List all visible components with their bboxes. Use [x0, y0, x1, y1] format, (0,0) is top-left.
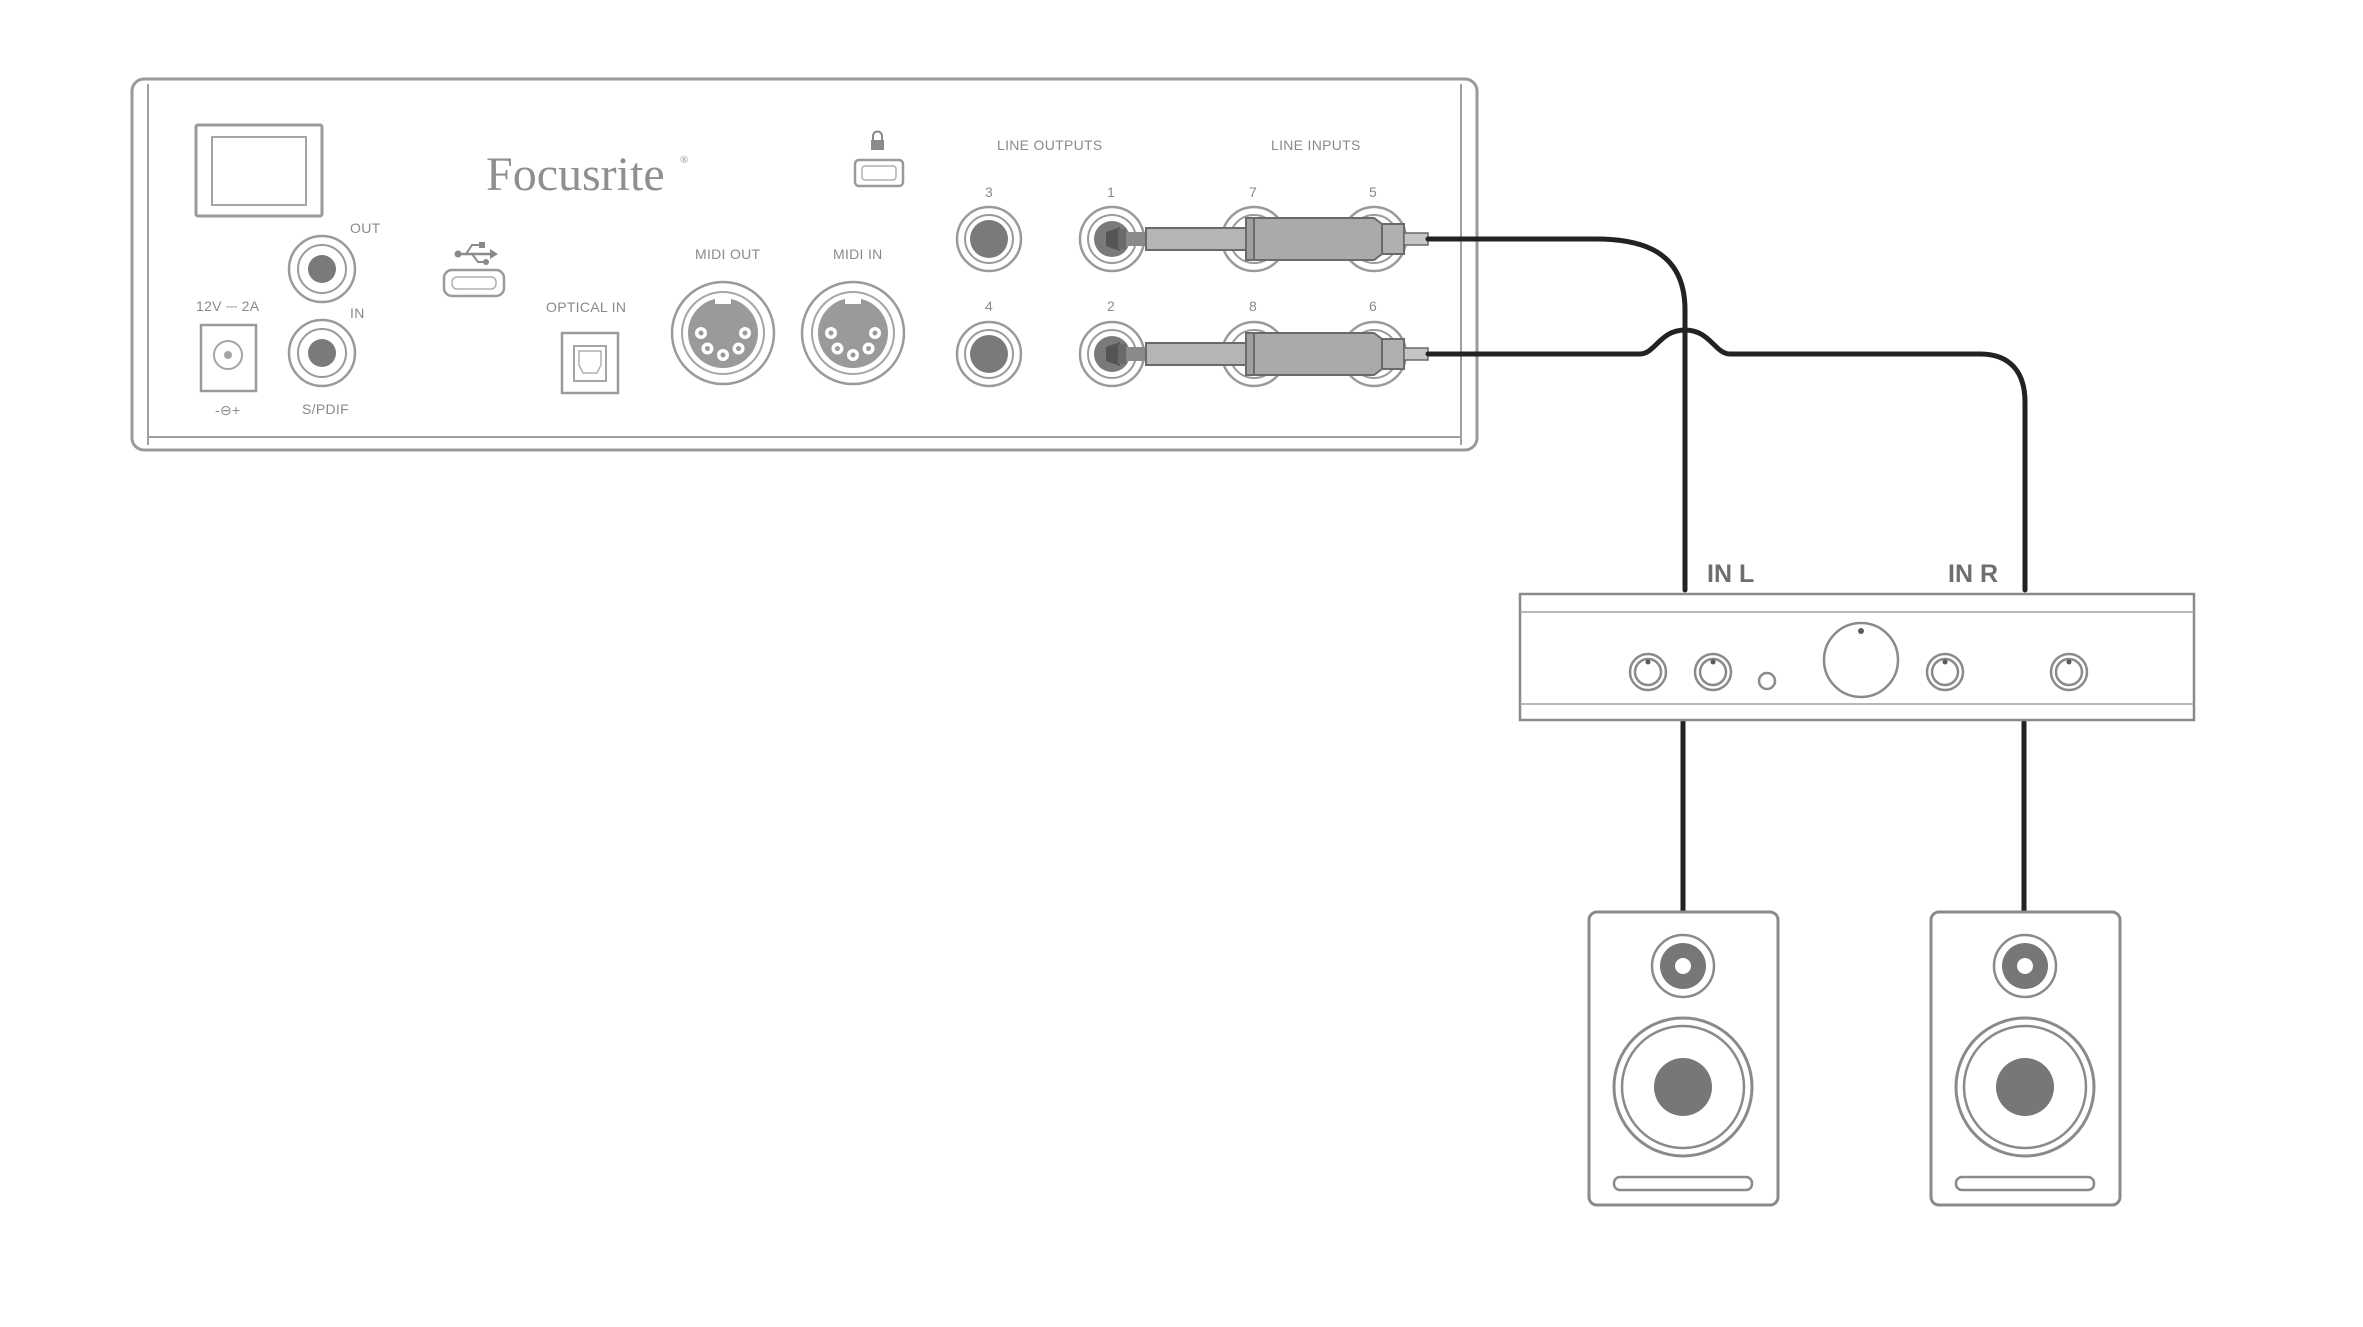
power-polarity-symbol: -⊖+: [215, 402, 240, 418]
amp-input-left-label: IN L: [1707, 560, 1754, 588]
jack-plug-output-2: [1106, 332, 1429, 376]
line-input-number: 8: [1249, 298, 1257, 314]
power-rating-label: 12V ⎓ 2A: [196, 298, 260, 314]
speaker-right: [1929, 910, 2122, 1207]
line-input-number: 7: [1249, 184, 1257, 200]
amp-knob[interactable]: [1925, 652, 1965, 692]
line-output-3-jack[interactable]: [955, 205, 1023, 273]
cable-left-channel: [1425, 236, 1688, 593]
amp-knob[interactable]: [2049, 652, 2089, 692]
speaker-tweeter: [1992, 933, 2058, 999]
speaker-woofer: [1612, 1016, 1754, 1158]
usb-icon: [454, 242, 498, 265]
line-input-number: 6: [1369, 298, 1377, 314]
line-input-number: 5: [1369, 184, 1377, 200]
spdif-label: S/PDIF: [302, 401, 349, 417]
amp-indicator-led: [1757, 671, 1777, 691]
audio-interface-rear-panel: Focusrite ® OUT IN S/PDIF 12V ⎓ 2A -⊖+: [130, 77, 1479, 452]
brand-registered-mark: ®: [680, 154, 688, 166]
speaker-port: [1954, 1175, 2096, 1192]
line-output-4-jack[interactable]: [955, 320, 1023, 388]
line-inputs-label: LINE INPUTS: [1271, 137, 1361, 153]
amp-knob[interactable]: [1628, 652, 1668, 692]
line-output-number: 1: [1107, 184, 1115, 200]
power-switch[interactable]: [194, 123, 324, 218]
midi-out-label: MIDI OUT: [695, 246, 761, 262]
jack-plug-output-1: [1106, 217, 1429, 261]
speaker-port: [1612, 1175, 1754, 1192]
amp-input-right-label: IN R: [1948, 560, 1998, 588]
security-lock-slot[interactable]: [853, 158, 905, 188]
cable-right-channel: [1425, 327, 2028, 593]
midi-in-label: MIDI IN: [833, 246, 883, 262]
amp-volume-knob[interactable]: [1822, 621, 1900, 699]
speaker-left: [1587, 910, 1780, 1207]
amplifier: IN L IN R: [1518, 560, 2196, 722]
spdif-in-jack[interactable]: [287, 318, 357, 388]
brand-logo: Focusrite: [486, 148, 665, 201]
line-outputs-label: LINE OUTPUTS: [997, 137, 1103, 153]
speaker-woofer: [1954, 1016, 2096, 1158]
optical-in-port[interactable]: [560, 331, 620, 395]
spdif-in-label: IN: [350, 305, 365, 321]
spdif-out-jack[interactable]: [287, 234, 357, 304]
optical-in-label: OPTICAL IN: [546, 299, 626, 315]
usb-c-port[interactable]: [442, 268, 506, 298]
amp-knob[interactable]: [1693, 652, 1733, 692]
line-output-number: 2: [1107, 298, 1115, 314]
cables: [1425, 236, 2028, 915]
spdif-out-label: OUT: [350, 220, 381, 236]
amp-chassis: [1518, 592, 2196, 722]
midi-out-port[interactable]: [670, 280, 776, 386]
dc-power-input[interactable]: [199, 323, 258, 393]
lock-icon: [871, 130, 884, 150]
midi-in-port[interactable]: [800, 280, 906, 386]
speaker-tweeter: [1650, 933, 1716, 999]
line-output-number: 3: [985, 184, 993, 200]
line-output-number: 4: [985, 298, 993, 314]
